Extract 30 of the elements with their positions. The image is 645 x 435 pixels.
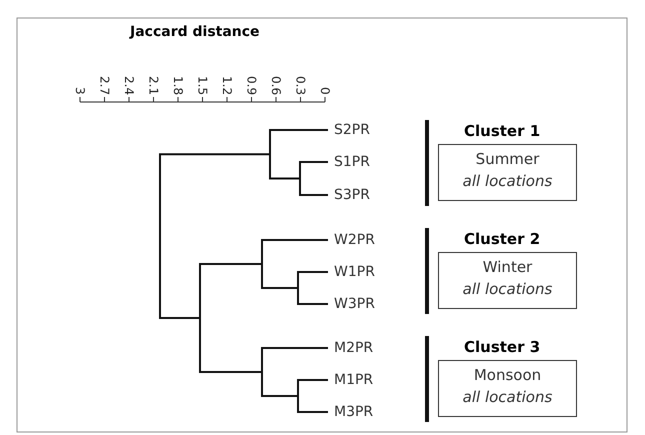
leaf-label: W2PR (334, 232, 375, 248)
tick-label: 1.8 (171, 76, 185, 96)
leaf-label: S3PR (334, 187, 370, 203)
tick-label: 0 (318, 87, 332, 95)
leaf-label: W1PR (334, 264, 375, 280)
tick-label: 2.4 (122, 76, 136, 96)
cluster-heading: Cluster 1 (464, 122, 540, 140)
note-label: all locations (462, 171, 554, 192)
cluster-heading: Cluster 2 (464, 230, 540, 248)
note-label: all locations (462, 387, 554, 408)
season-label: Winter (482, 257, 534, 278)
tick-label: 0.9 (244, 76, 258, 96)
leaf-label: M3PR (334, 404, 374, 420)
axis-title: Jaccard distance (130, 24, 260, 40)
tick-label: 3 (73, 87, 87, 95)
tick-label: 1.2 (220, 76, 234, 96)
tick-label: 0.3 (294, 76, 308, 96)
leaf-label: W3PR (334, 296, 375, 312)
note-label: all locations (462, 279, 554, 300)
tick-label: 0.6 (269, 76, 283, 96)
season-label: Monsoon (472, 365, 542, 386)
tick-label: 1.5 (196, 76, 210, 96)
tick-label: 2.1 (146, 76, 160, 96)
season-label: Summer (474, 149, 540, 170)
leaf-label: M1PR (334, 372, 374, 388)
leaf-label: S2PR (334, 122, 370, 138)
tick-label: 2.7 (98, 76, 112, 96)
leaf-label: S1PR (334, 154, 370, 170)
cluster-heading: Cluster 3 (464, 338, 540, 356)
leaf-label: M2PR (334, 340, 374, 356)
